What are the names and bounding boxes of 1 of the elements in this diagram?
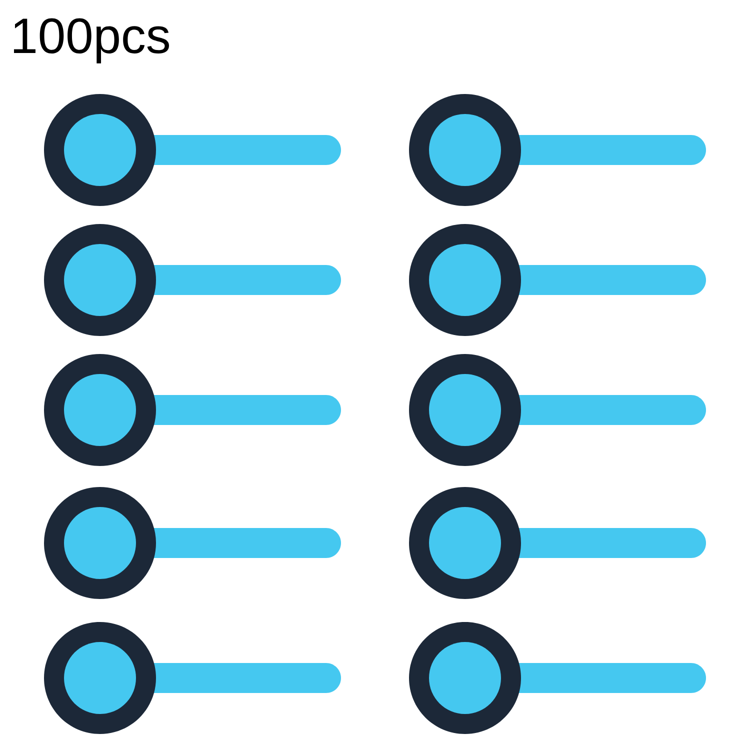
quantity-label: 100pcs — [14, 18, 169, 64]
